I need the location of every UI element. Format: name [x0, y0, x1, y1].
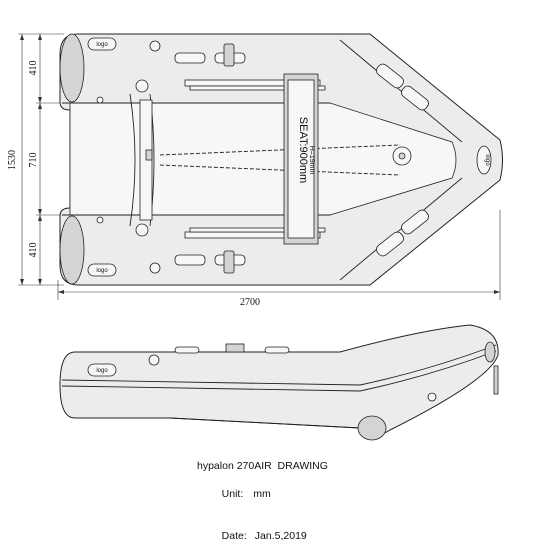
date-label: Date:	[221, 530, 247, 542]
logo-top-tube: logo	[96, 42, 108, 48]
dimension-line-horizontal	[57, 210, 501, 300]
logo-bow: logo	[484, 154, 490, 166]
seat-height: H=19mm	[308, 146, 315, 175]
date-value: Jan.5,2019	[254, 530, 307, 542]
side-view: logo	[59, 324, 499, 441]
logo-bottom-tube: logo	[96, 268, 108, 274]
boat-drawing: 1530 410 710 410 2700	[7, 33, 503, 441]
dim-middle: 710	[28, 153, 39, 168]
top-view: 1530 410 710 410 2700	[7, 33, 503, 308]
bow-handles	[376, 63, 429, 257]
dim-length: 2700	[240, 297, 260, 308]
side-hull	[59, 324, 499, 435]
unit-label: Unit:	[221, 488, 244, 500]
unit-row: Unit: mm	[197, 473, 328, 515]
tube-end-bottom	[59, 215, 85, 285]
oar-locks-top	[174, 43, 326, 91]
side-keel-end	[357, 415, 387, 441]
oar-locks-bottom	[174, 227, 326, 274]
drawing-caption: hypalon 270AIR DRAWING Unit: mm Date: Jan.…	[197, 459, 328, 557]
date-row: Date: Jan.5,2019	[197, 515, 328, 557]
tube-end-top	[59, 33, 85, 103]
drawing-title: hypalon 270AIR DRAWING	[197, 460, 328, 472]
unit-value: mm	[253, 488, 271, 500]
valve-bottom	[149, 262, 161, 274]
dim-width-total: 1530	[7, 150, 18, 170]
logo-side: logo	[96, 368, 108, 374]
dim-tube-top: 410	[28, 61, 39, 76]
dim-tube-bottom: 410	[28, 243, 39, 258]
inner-floor	[69, 102, 457, 216]
seat-label: SEAT:900mm	[297, 117, 309, 183]
valve-top	[149, 40, 161, 52]
dimension-lines-vertical	[18, 33, 64, 286]
